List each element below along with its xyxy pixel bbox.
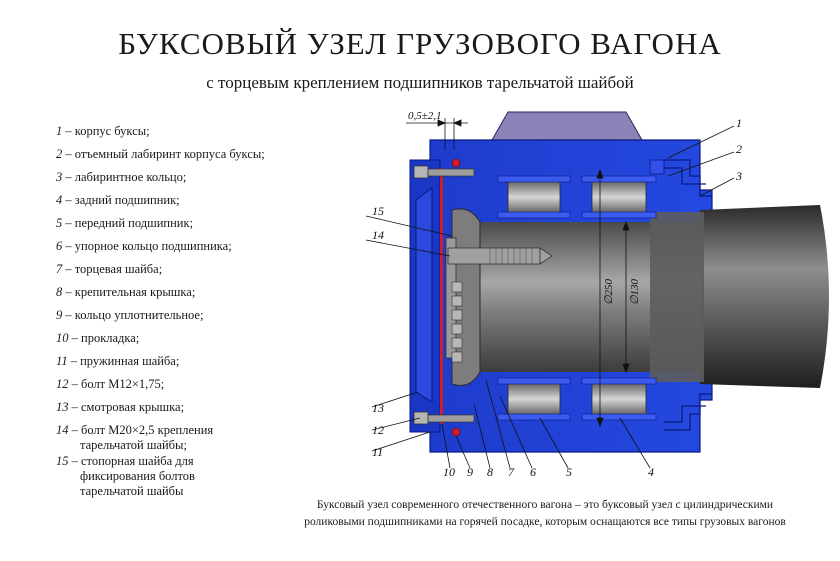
callout-6: 6: [530, 465, 536, 479]
bearing-rear-upper: [581, 175, 657, 219]
dim-gap-label: 0,5±2,1: [408, 110, 442, 122]
callout-12: 12: [372, 423, 384, 437]
gasket: [440, 168, 443, 424]
bolt-m12-upper: [413, 165, 475, 179]
dim-d130: [622, 220, 630, 374]
bolt-m20-upper-tip: [539, 247, 553, 265]
removable-labyrinth: [649, 159, 665, 175]
dim-d250: [596, 168, 604, 428]
callout-8: 8: [487, 465, 493, 479]
callout-2: 2: [736, 142, 742, 156]
callout-1: 1: [736, 116, 742, 130]
labyrinth-ring: [664, 159, 712, 431]
sealing-ring-lower: [451, 427, 461, 437]
callout-3: 3: [735, 169, 742, 183]
callout-4: 4: [648, 465, 654, 479]
caption: Буксовый узел современного отечественног…: [255, 497, 835, 531]
axle: [700, 205, 829, 388]
legend-item-12: 12 – болт М12×1,75;: [56, 377, 165, 391]
viewing-cover: [415, 187, 433, 403]
page-title: БУКСОВЫЙ УЗЕЛ ГРУЗОВОГО ВАГОНА: [118, 26, 722, 61]
sealing-ring-upper: [451, 158, 461, 168]
callout-13: 13: [372, 401, 384, 415]
legend-item-4: 4 – задний подшипник;: [56, 193, 180, 207]
caption-line-1: Буксовый узел современного отечественног…: [316, 499, 774, 511]
legend-item-7: 7 – торцевая шайба;: [56, 262, 163, 276]
legend-item-3: 3 – лабиринтное кольцо;: [56, 170, 187, 184]
bearing-rear-lower: [581, 377, 657, 421]
callout-11: 11: [372, 445, 383, 459]
callout-14: 14: [372, 228, 384, 242]
page-subtitle: с торцевым креплением подшипников тарель…: [206, 73, 634, 92]
callout-15: 15: [372, 204, 384, 218]
callout-10: 10: [443, 465, 455, 479]
legend-item-1: 1 – корпус буксы;: [56, 124, 150, 138]
callout-9: 9: [467, 465, 473, 479]
callout-7: 7: [508, 465, 515, 479]
legend-item-13: 13 – смотровая крышка;: [56, 400, 185, 414]
caption-line-2: роликовыми подшипниками на горячей посад…: [304, 516, 786, 528]
bearing-front-lower: [497, 377, 571, 421]
bolt-m12-lower: [413, 411, 475, 425]
legend-item-11: 11 – пружинная шайба;: [56, 354, 180, 368]
callout-leaders: [365, 125, 735, 469]
legend-item-5: 5 – передний подшипник;: [56, 216, 194, 230]
dim-gap: [406, 118, 468, 150]
dim-d130-label: ∅130: [629, 278, 641, 305]
journal-step: [650, 212, 704, 382]
legend-item-9: 9 – кольцо уплотнительное;: [56, 308, 204, 322]
legend-item-8: 8 – крепительная крышка;: [56, 285, 196, 299]
dim-d250-label: ∅250: [603, 278, 615, 305]
housing-lug: [491, 111, 643, 141]
legend-item-10: 10 – прокладка;: [56, 331, 140, 345]
legend-item-2: 2 – отъемный лабиринт корпуса буксы;: [56, 147, 265, 161]
bearing-front-upper: [497, 175, 571, 219]
callout-5: 5: [566, 465, 572, 479]
bolt-thread-upper: [489, 248, 533, 264]
bearing-rings-front: [451, 281, 463, 363]
legend-item-6: 6 – упорное кольцо подшипника;: [56, 239, 232, 253]
